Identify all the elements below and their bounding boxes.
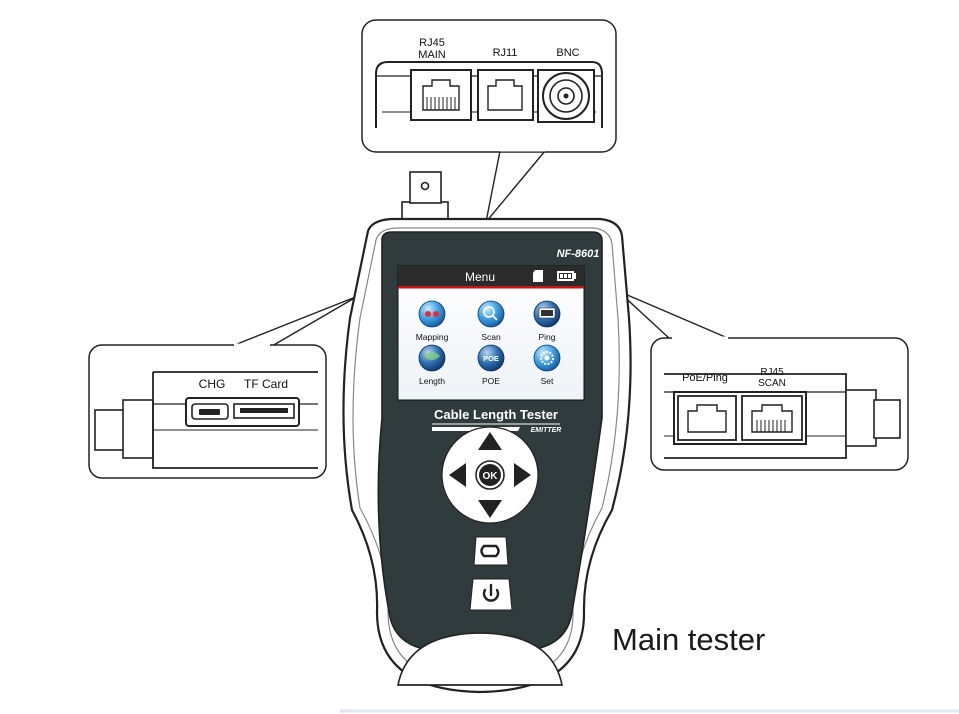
navigation-pad: OK xyxy=(441,426,539,524)
power-button[interactable] xyxy=(469,578,513,611)
right-callout-pointer xyxy=(617,290,731,340)
menu-item-set[interactable]: Set xyxy=(533,344,561,386)
emitter-label: EMITTER xyxy=(531,427,562,434)
bnc-label: BNC xyxy=(556,47,579,59)
down-arrow-button[interactable] xyxy=(478,500,502,518)
chg-label: CHG xyxy=(199,377,226,391)
left-callout-pointer xyxy=(231,295,359,347)
power-icon xyxy=(482,588,500,602)
left-callout: CHG TF Card xyxy=(88,295,359,479)
tf-card-label: TF Card xyxy=(244,377,288,391)
brand-label: Cable Length Tester xyxy=(434,407,558,422)
caption-main-tester: Main tester xyxy=(612,622,766,657)
rj11-label: RJ11 xyxy=(493,47,518,59)
mapping-icon xyxy=(418,300,446,328)
menu-label-ping: Ping xyxy=(538,332,555,342)
sd-card-icon xyxy=(533,270,543,282)
top-callout-pointer xyxy=(485,150,546,223)
menu-item-scan[interactable]: Scan xyxy=(477,300,505,342)
rj45-scan-label-2: SCAN xyxy=(758,378,786,389)
device-bottom-grip xyxy=(397,632,563,686)
menu-item-length[interactable]: Length xyxy=(418,344,446,386)
menu-item-poe[interactable]: POE POE xyxy=(477,344,505,386)
menu-label-scan: Scan xyxy=(481,332,501,342)
menu-item-ping[interactable]: Ping xyxy=(533,300,561,342)
loop-button[interactable] xyxy=(473,536,509,566)
menu-label-mapping: Mapping xyxy=(416,332,449,342)
menu-label-poe: POE xyxy=(482,376,500,386)
ok-button[interactable]: OK xyxy=(475,460,505,490)
model-label: NF-8601 xyxy=(557,248,600,260)
rj45-main-port xyxy=(410,69,472,121)
screen-title: Menu xyxy=(465,270,495,284)
poe-icon-text: POE xyxy=(483,354,499,363)
loop-icon xyxy=(480,544,500,558)
rj45-main-label-1: RJ45 xyxy=(419,37,445,49)
right-callout: PoE/Ping RJ45 SCAN xyxy=(617,290,909,471)
poe-icon xyxy=(477,344,505,372)
rj45-main-label-2: MAIN xyxy=(418,49,446,61)
up-arrow-button[interactable] xyxy=(478,432,502,450)
scan-icon xyxy=(477,300,505,328)
menu-label-length: Length xyxy=(419,376,445,386)
right-arrow-button[interactable] xyxy=(514,463,531,487)
poe-ping-label: PoE/Ping xyxy=(682,372,728,384)
rj45-scan-label-1: RJ45 xyxy=(760,367,784,378)
ok-label: OK xyxy=(483,471,499,482)
device: NF-8601 Menu Mapping xyxy=(342,171,632,694)
menu-label-set: Set xyxy=(541,376,554,386)
rj45-scan-port xyxy=(741,395,803,441)
battery-icon xyxy=(557,271,576,281)
poe-ping-port xyxy=(677,395,737,441)
top-callout: RJ45 MAIN RJ11 BNC xyxy=(361,19,617,223)
rj11-port xyxy=(477,69,534,121)
left-arrow-button[interactable] xyxy=(449,463,466,487)
device-screen: Menu Mapping Scan xyxy=(397,265,585,401)
menu-item-mapping[interactable]: Mapping xyxy=(416,300,449,342)
